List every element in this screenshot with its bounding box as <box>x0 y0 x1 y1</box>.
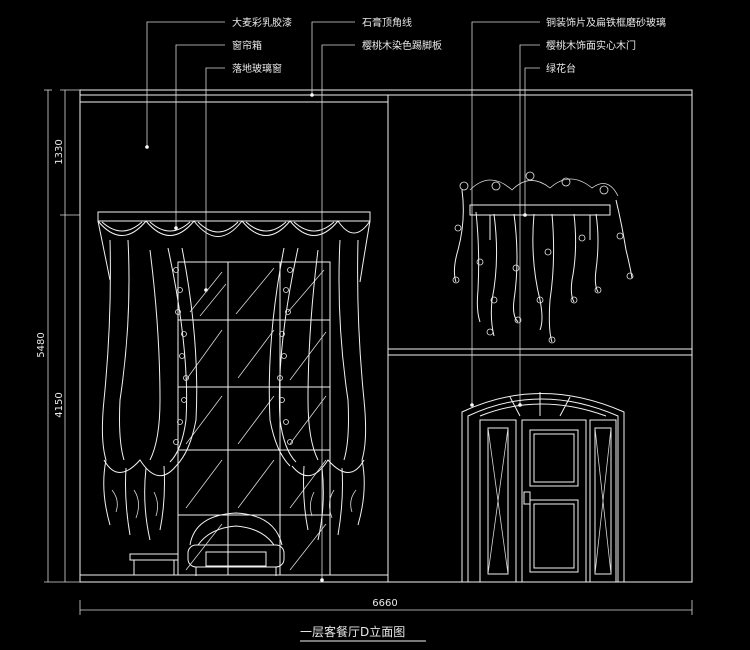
dim-total-width: 6660 <box>372 598 397 609</box>
leader-lines <box>146 21 540 580</box>
annotation-cornice: 石膏顶角线 <box>362 16 412 29</box>
curtain-valance <box>97 220 371 283</box>
door-surround <box>461 392 625 582</box>
curtain-floral-trim <box>173 267 293 445</box>
annotation-skirting: 樱桃木染色踢脚板 <box>362 39 442 52</box>
planter-vines <box>453 178 633 343</box>
planter-leaves <box>452 171 634 344</box>
side-stool <box>129 553 179 575</box>
dimension-lines <box>44 89 693 615</box>
annotation-paint: 大麦彩乳胶漆 <box>232 16 292 29</box>
armchair <box>187 512 285 576</box>
drawing-title: 一层客餐厅D立面图 <box>300 624 405 639</box>
door-leaf <box>521 419 587 583</box>
wall-outline <box>79 89 693 583</box>
annotation-window: 落地玻璃窗 <box>232 62 282 75</box>
chair-rail <box>388 348 692 356</box>
left-curtain <box>101 239 198 541</box>
leader-dots <box>145 93 527 582</box>
annotation-planter: 绿花台 <box>546 62 576 75</box>
annotation-door: 樱桃木饰面实心木门 <box>546 39 636 52</box>
door-sidelights <box>479 419 617 583</box>
dim-top-height: 1330 <box>54 139 65 164</box>
annotation-curtain-box: 窗帘箱 <box>232 39 262 52</box>
glass-hatch <box>185 267 327 571</box>
curtain-box <box>97 211 371 222</box>
glazing-grid <box>177 261 331 576</box>
right-curtain <box>268 239 367 541</box>
annotation-glass: 铜装饰片及扁铁框磨砂玻璃 <box>546 16 666 29</box>
dim-lower-height: 4150 <box>54 392 65 417</box>
dim-total-height: 5480 <box>36 332 47 357</box>
hanging-planter <box>469 204 611 240</box>
